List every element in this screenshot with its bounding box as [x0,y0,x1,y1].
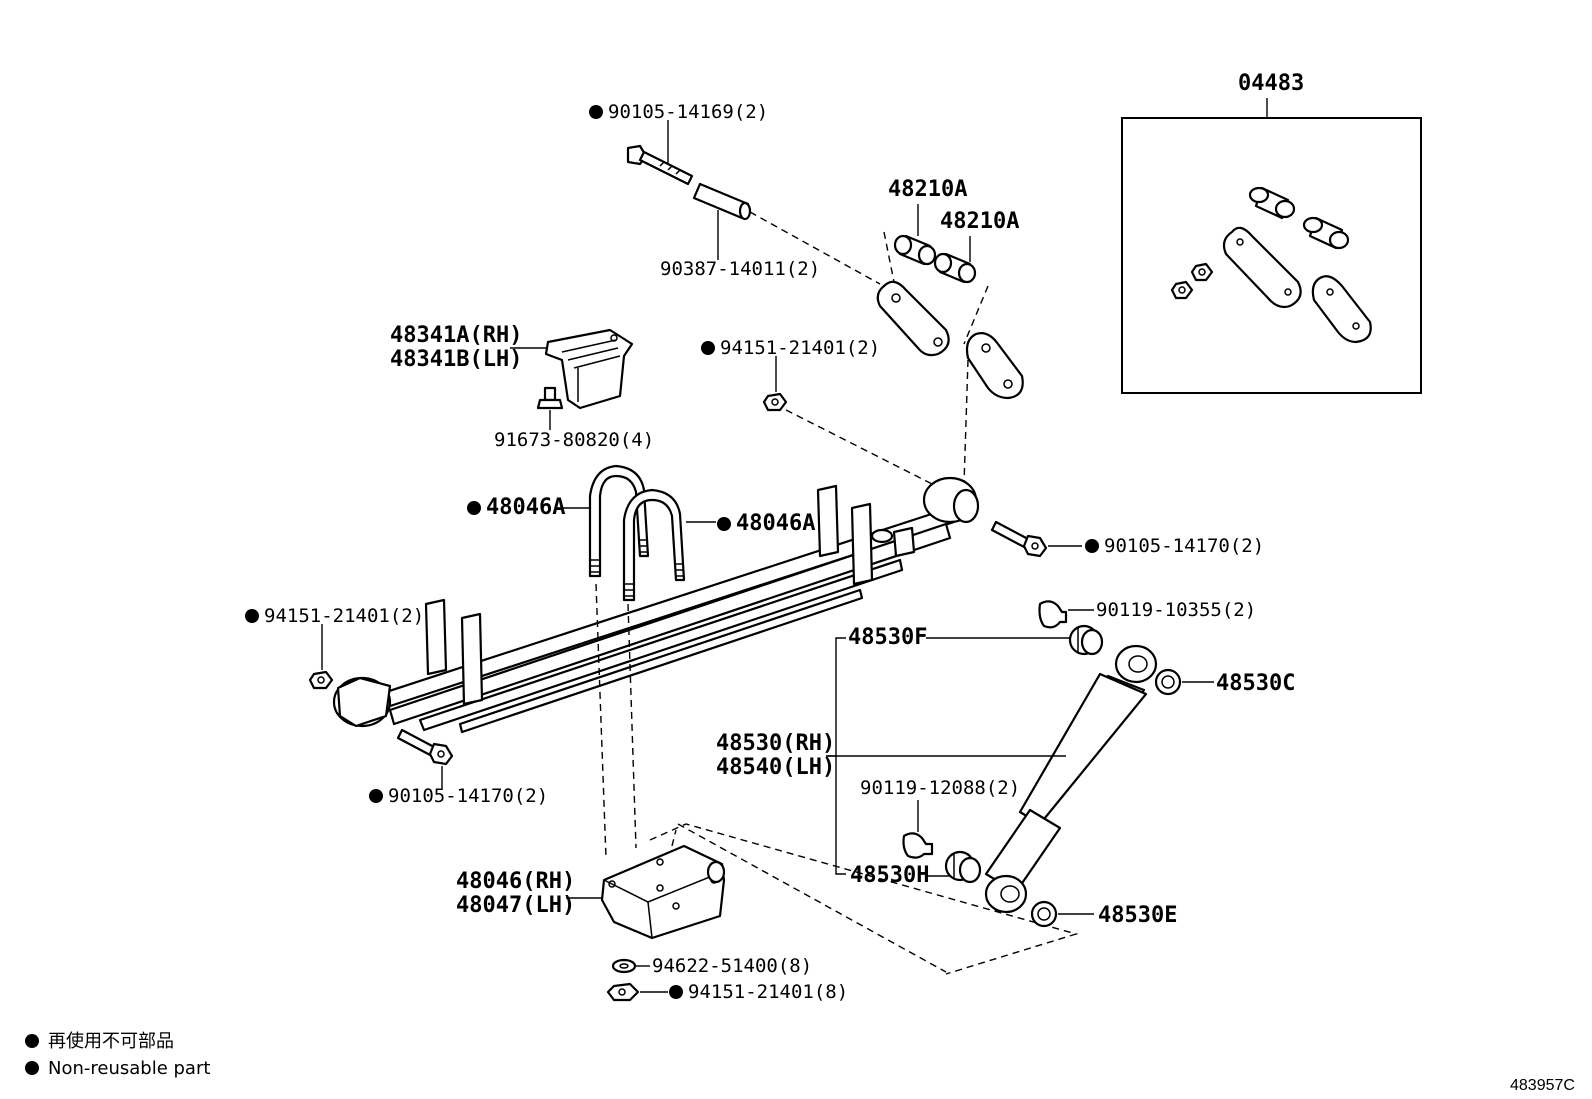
washer-label: 94622-51400(8) [652,955,812,977]
shock-bolt-90119-12088: 90119-12088(2) [860,777,1020,859]
kit-nut-icon [1170,280,1194,300]
kit-nut-icon [1190,262,1214,282]
seat-rh-label: 48341A(RH) [390,323,522,348]
leaf-spring [332,476,980,734]
washer-94622-51400: 94622-51400(8) [611,955,812,977]
seat-bolt-label: 91673-80820(4) [494,429,654,451]
bolt-90105-14169: 90105-14169(2) [589,101,768,186]
bushing-48210A: 48210A [888,177,967,266]
nut-94151-21401-shackle: 94151-21401(2) [701,337,880,412]
shock-bushing-48530F: 48530F [848,624,1104,656]
legend-jp: 再使用不可部品 [48,1031,174,1052]
shock-nut-label: 90119-10355(2) [1096,599,1256,621]
kit-shackle-icon [1311,275,1372,344]
legend-en: Non-reusable part [48,1058,210,1079]
shock-washer-48530C: 48530C [1154,668,1295,696]
kit-04483: 04483 [1121,71,1422,394]
shackle [876,280,1024,400]
bushing-a1-label: 48210A [888,177,967,202]
nut-94151-21401-plate: 94151-21401(8) [606,981,848,1003]
bolt-front-label: 90105-14170(2) [388,785,548,807]
spring-plate-48046: 48046(RH) 48047(LH) [456,823,947,973]
shock-nut-90119-10355: 90119-10355(2) [1038,599,1256,629]
plate-lh-label: 48047(LH) [456,893,575,918]
legend: 再使用不可部品 Non-reusable part [25,1031,210,1079]
spring-seat-48341: 48341A(RH) 48341B(LH) [390,323,634,410]
bushing-a2-label: 48210A [940,209,1019,234]
nut-front-label: 94151-21401(2) [264,605,424,627]
shock-bushing-48530H: 48530H [850,850,982,888]
washer-e-label: 48530E [1098,903,1177,928]
plate-rh-label: 48046(RH) [456,869,575,894]
nut-plate-label: 94151-21401(8) [688,981,848,1003]
collar-90387-14011: 90387-14011(2) [660,182,820,280]
shock-bolt-low-label: 90119-12088(2) [860,777,1020,799]
bushing-48210A: 48210A [933,209,1019,284]
diagram-id: 483957C [1510,1077,1575,1094]
bolt-90105-14170-front: 90105-14170(2) [369,728,548,807]
ubolt-right-label: 48046A [736,511,815,536]
bolt-top-label: 90105-14169(2) [608,101,768,123]
shock-rh-label: 48530(RH) [716,731,835,756]
bolt-90105-14170-rear: 90105-14170(2) [990,520,1264,558]
u-bolt-48046A: 48046A [467,464,650,578]
collar-label: 90387-14011(2) [660,258,820,280]
ubolt-left-label: 48046A [486,495,565,520]
kit-shackle-icon [1222,226,1302,309]
kit-bushing-icon [1302,216,1350,250]
seat-lh-label: 48341B(LH) [390,347,522,372]
bolt-rear-label: 90105-14170(2) [1104,535,1264,557]
nut-shackle-label: 94151-21401(2) [720,337,880,359]
washer-c-label: 48530C [1216,671,1295,696]
kit-bushing-icon [1248,186,1296,220]
nut-94151-21401-front: 94151-21401(2) [245,605,424,690]
shock-lh-label: 48540(LH) [716,755,835,780]
bush-f-label: 48530F [848,625,927,650]
bolt-91673-80820: 91673-80820(4) [494,386,654,451]
shock-absorber [984,644,1158,914]
shock-washer-48530E: 48530E [1030,900,1177,928]
bush-h-label: 48530H [850,863,929,888]
u-bolt-48046A: 48046A [622,488,815,602]
kit-label: 04483 [1238,71,1304,96]
shock-48530-48540: 48530(RH) 48540(LH) [716,637,1066,875]
